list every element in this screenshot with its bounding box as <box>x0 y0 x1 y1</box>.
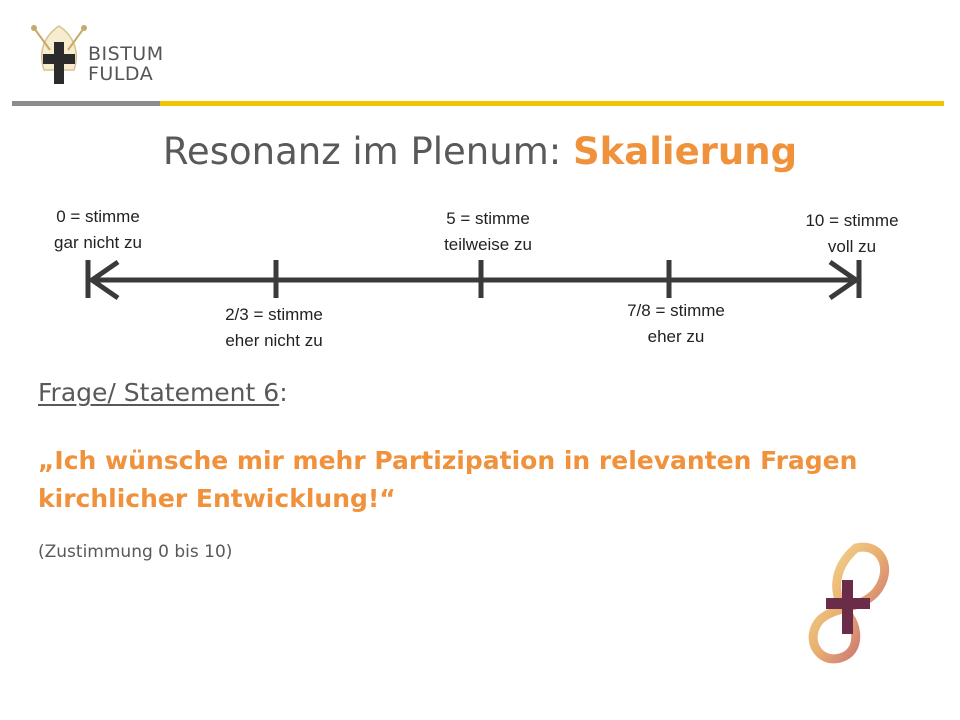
logo-line-bistum: BISTUM <box>88 43 164 65</box>
statement-quote-line2: kirchlicher Entwicklung!“ <box>38 484 396 513</box>
mitre-cross-logo-icon <box>31 25 87 84</box>
header-rule-gold <box>160 101 944 106</box>
scale-label-0-line2: gar nicht zu <box>54 233 142 252</box>
agreement-note: (Zustimmung 0 bis 10) <box>38 542 233 562</box>
scale-label-10-line1: 10 = stimme <box>805 211 899 230</box>
title-prefix: Resonanz im Plenum: <box>162 130 573 173</box>
scale-label-5: 5 = stimme teilweise zu <box>408 206 568 258</box>
question-heading: Frage/ Statement 6: <box>38 378 288 407</box>
scale-arrowhead-left <box>87 259 120 301</box>
scale-label-0-line1: 0 = stimme <box>56 207 140 226</box>
scale-label-2-3-line1: 2/3 = stimme <box>225 305 323 324</box>
logo-wordmark: BISTUM FULDA <box>88 44 164 84</box>
scale-arrowhead-right <box>828 259 861 301</box>
scale-label-10-line2: voll zu <box>827 237 877 256</box>
scale-label-7-8-line1: 7/8 = stimme <box>627 301 725 320</box>
infinity-cross-emblem-icon <box>808 542 890 664</box>
scale-label-7-8: 7/8 = stimme eher zu <box>596 298 756 350</box>
page-title: Resonanz im Plenum: Skalierung <box>0 130 960 173</box>
scale-label-10: 10 = stimme voll zu <box>772 208 932 260</box>
scale-label-0: 0 = stimme gar nicht zu <box>18 204 178 256</box>
scale-label-7-8-line2: eher zu <box>647 327 705 346</box>
statement-quote-line1: „Ich wünsche mir mehr Partizipation in r… <box>38 446 858 475</box>
bistum-fulda-logo: BISTUM FULDA <box>30 22 190 92</box>
question-heading-colon: : <box>279 378 288 407</box>
logo-line-fulda: FULDA <box>88 63 154 85</box>
scale-label-2-3: 2/3 = stimme eher nicht zu <box>194 302 354 354</box>
scale-label-2-3-line2: eher nicht zu <box>225 331 323 350</box>
header-rule-gray <box>12 101 160 106</box>
question-heading-text: Frage/ Statement 6 <box>38 378 280 407</box>
statement-quote: „Ich wünsche mir mehr Partizipation in r… <box>38 442 948 518</box>
scale-label-5-line2: teilweise zu <box>444 235 532 254</box>
scale-label-5-line1: 5 = stimme <box>446 209 530 228</box>
title-accent: Skalierung <box>572 130 798 173</box>
